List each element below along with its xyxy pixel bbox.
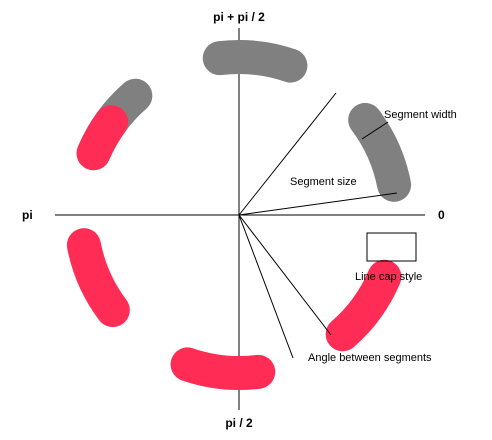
segment-bottom	[170, 347, 276, 390]
segment-width-marker	[361, 121, 389, 140]
segment-size-ray-start	[238, 92, 337, 216]
segments-group	[66, 40, 412, 390]
segment-size-label: Segment size	[290, 176, 357, 188]
axis-label-top: pi + pi / 2	[213, 10, 265, 24]
line-cap-style-label: Line cap style	[355, 271, 422, 283]
segment-upper-right	[348, 102, 412, 202]
segment-lower-right	[325, 259, 402, 352]
axis-label-left: pi	[22, 208, 33, 222]
axis-label-right: 0	[438, 208, 445, 222]
segment-width-label: Segment width	[384, 109, 457, 121]
segment-size-ray-end	[238, 192, 398, 216]
angle-ray-1	[238, 214, 332, 336]
angle-ray-2	[238, 214, 294, 359]
segment-lower-left	[66, 228, 130, 328]
segment-top	[202, 40, 308, 83]
segment-upper-left-fill	[76, 105, 129, 171]
line-cap-style-box	[366, 232, 417, 262]
angle-between-segments-label: Angle between segments	[308, 352, 432, 364]
axis-label-bottom: pi / 2	[225, 416, 253, 430]
annotation-lines	[238, 92, 417, 359]
